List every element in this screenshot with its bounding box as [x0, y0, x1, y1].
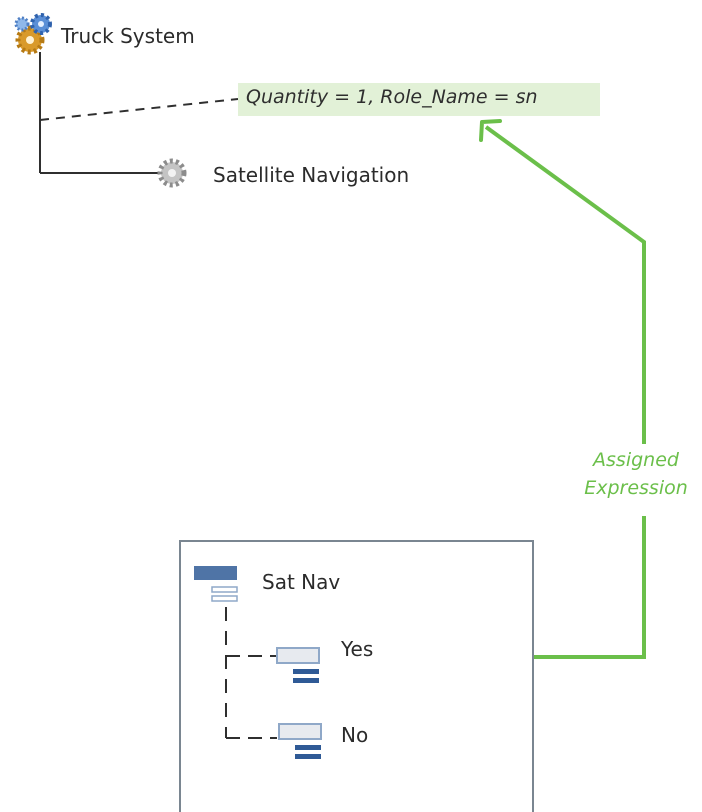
child-node-label[interactable]: Satellite Navigation	[213, 163, 410, 187]
gear-icon	[157, 158, 187, 188]
feature-model-panel	[179, 540, 534, 812]
gear-cluster-icon	[14, 13, 52, 55]
root-node-label[interactable]: Truck System	[61, 24, 195, 48]
connector-label-line2: Expression	[584, 477, 688, 499]
option-node-icon	[278, 723, 322, 759]
feature-root-label[interactable]: Sat Nav	[262, 570, 341, 594]
option-node-icon	[276, 647, 320, 683]
arrowhead-icon	[479, 119, 502, 142]
connector-label-line1: Assigned	[593, 449, 679, 471]
expression-annotation-text: Quantity = 1, Role_Name = sn	[246, 86, 538, 108]
feature-node-icon	[194, 566, 238, 602]
connector-label: Assigned Expression	[572, 446, 700, 502]
assigned-expression-connector-upper	[484, 125, 646, 444]
annotation-dashed-line	[39, 98, 239, 121]
option-yes-label[interactable]: Yes	[341, 637, 374, 661]
option-no-label[interactable]: No	[341, 723, 369, 747]
expression-annotation-box	[238, 83, 600, 116]
